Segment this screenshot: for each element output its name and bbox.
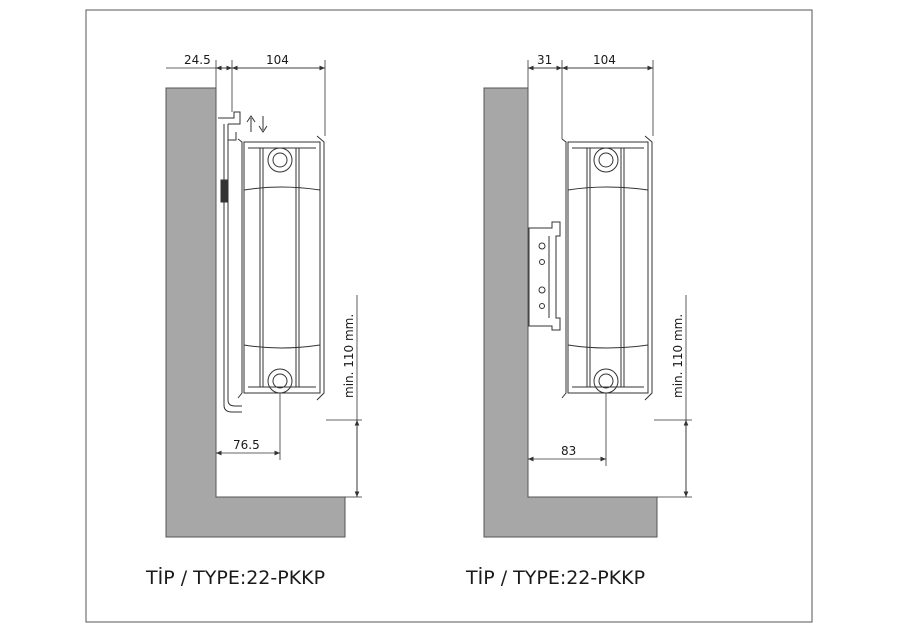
- left-wall-bracket: [218, 111, 242, 413]
- left-caption: TİP / TYPE:22-PKKP: [145, 566, 325, 589]
- right-wall-bracket: [528, 221, 561, 331]
- right-dim-wall-gap: 31: [537, 53, 552, 67]
- drawing-frame: [85, 9, 813, 623]
- left-top-dimensions: [166, 60, 326, 136]
- left-dim-clearance: min. 110 mm.: [342, 314, 356, 398]
- right-dim-depth: 104: [593, 53, 616, 67]
- left-dim-wall-gap: 24.5: [184, 53, 211, 67]
- left-dim-depth: 104: [266, 53, 289, 67]
- left-mounting-arrows-icon: [246, 115, 268, 133]
- right-center-dimension: [528, 393, 607, 466]
- left-wall: [165, 87, 346, 538]
- right-top-dimensions: [527, 60, 654, 139]
- right-caption: TİP / TYPE:22-PKKP: [465, 566, 645, 589]
- left-radiator: [237, 135, 325, 401]
- right-panel: 31 104 min. 110 mm. 83 TİP / TYPE:22-PKK…: [465, 53, 692, 589]
- left-panel: 24.5 104 min. 110 mm. 76.5 TİP / TYPE:22…: [145, 53, 362, 589]
- left-center-dimension: [216, 393, 281, 460]
- right-wall: [483, 87, 658, 538]
- right-dim-center: 83: [561, 444, 576, 458]
- right-clearance-dimension: [654, 295, 692, 498]
- right-dim-clearance: min. 110 mm.: [671, 314, 685, 398]
- left-dim-center: 76.5: [233, 438, 260, 452]
- left-clearance-dimension: [326, 295, 362, 498]
- right-radiator: [561, 135, 653, 401]
